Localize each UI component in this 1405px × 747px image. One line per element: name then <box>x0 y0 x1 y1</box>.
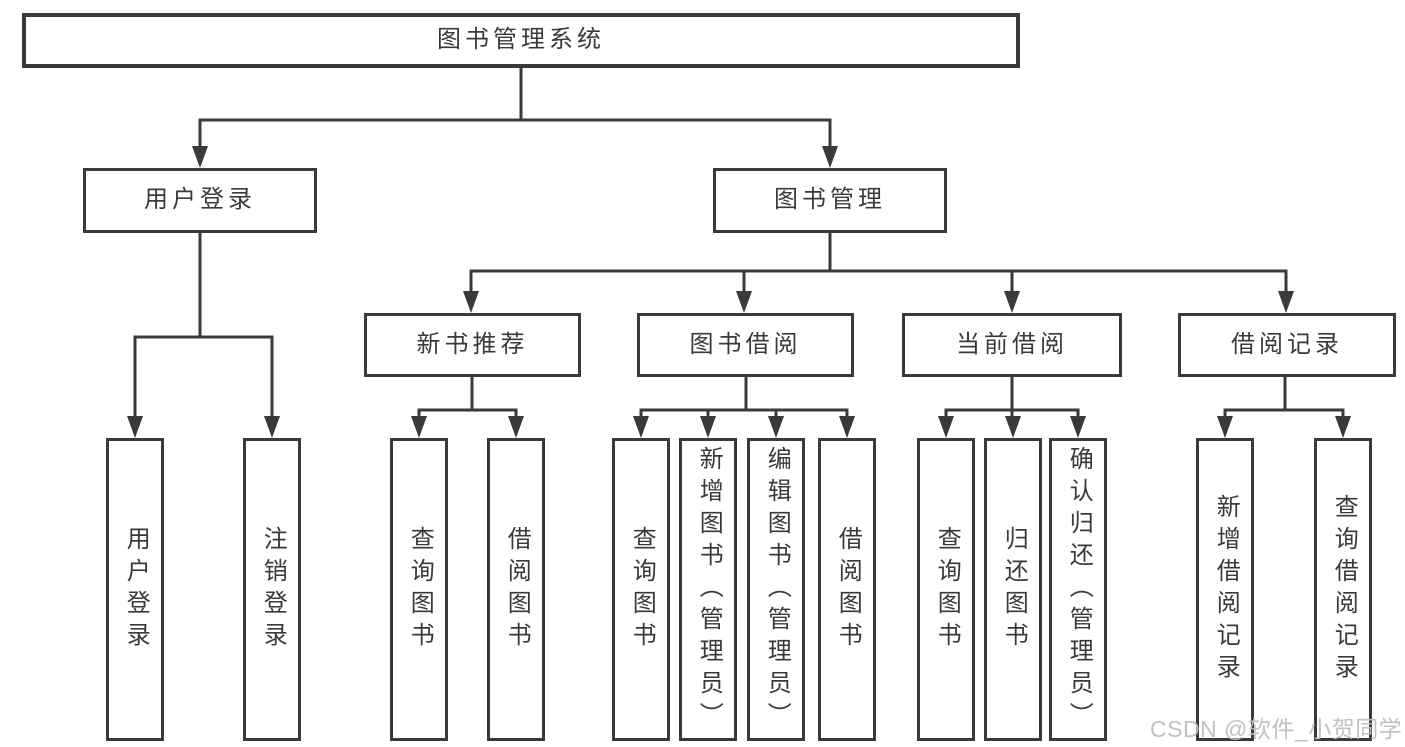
leaf-logout-label: 注销登录 <box>259 525 287 654</box>
node-book-management-label: 图书管理 <box>774 186 886 214</box>
leaf-edit-books-admin: 编辑图书（管理员） <box>747 438 805 741</box>
leaf-query-books-current-label: 查询图书 <box>933 525 961 654</box>
leaf-return-books-label: 归还图书 <box>1000 525 1028 654</box>
leaf-borrow-books-recommend: 借阅图书 <box>487 438 545 741</box>
leaf-user-login-label: 用户登录 <box>122 525 150 654</box>
leaf-confirm-return-admin-label: 确认归还（管理员） <box>1065 445 1093 734</box>
node-current-borrowing: 当前借阅 <box>902 313 1122 377</box>
leaf-query-borrow-record: 查询借阅记录 <box>1314 438 1372 741</box>
node-borrowing-records-label: 借阅记录 <box>1231 330 1343 358</box>
node-new-book-recommend-label: 新书推荐 <box>416 330 529 358</box>
node-current-borrowing-label: 当前借阅 <box>956 330 1068 358</box>
node-book-borrowing-label: 图书借阅 <box>689 330 802 358</box>
leaf-query-books-borrowing: 查询图书 <box>612 438 670 741</box>
leaf-user-login: 用户登录 <box>106 438 164 741</box>
leaf-borrow-books-borrowing: 借阅图书 <box>818 438 876 741</box>
node-user-login: 用户登录 <box>83 168 317 233</box>
leaf-confirm-return-admin: 确认归还（管理员） <box>1049 438 1107 741</box>
leaf-add-borrow-record: 新增借阅记录 <box>1196 438 1254 741</box>
leaf-add-books-admin: 新增图书（管理员） <box>679 438 737 741</box>
leaf-add-borrow-record-label: 新增借阅记录 <box>1212 493 1240 686</box>
node-borrowing-records: 借阅记录 <box>1178 313 1396 377</box>
leaf-query-books-borrowing-label: 查询图书 <box>628 525 656 654</box>
leaf-query-books-recommend-label: 查询图书 <box>406 525 434 654</box>
csdn-watermark: CSDN @软件_小贺同学 <box>1150 716 1403 742</box>
leaf-logout: 注销登录 <box>243 438 301 741</box>
leaf-add-books-admin-label: 新增图书（管理员） <box>695 445 723 734</box>
leaf-query-books-recommend: 查询图书 <box>390 438 448 741</box>
node-book-borrowing: 图书借阅 <box>637 313 854 377</box>
leaf-borrow-books-borrowing-label: 借阅图书 <box>834 525 862 654</box>
node-root: 图书管理系统 <box>22 13 1020 68</box>
node-new-book-recommend: 新书推荐 <box>364 313 581 377</box>
leaf-edit-books-admin-label: 编辑图书（管理员） <box>763 445 791 734</box>
leaf-borrow-books-recommend-label: 借阅图书 <box>503 525 531 654</box>
node-root-label: 图书管理系统 <box>437 26 605 54</box>
leaf-query-borrow-record-label: 查询借阅记录 <box>1330 493 1358 686</box>
leaf-return-books: 归还图书 <box>984 438 1042 741</box>
leaf-query-books-current: 查询图书 <box>917 438 975 741</box>
node-book-management: 图书管理 <box>713 168 947 233</box>
node-user-login-label: 用户登录 <box>144 186 256 214</box>
